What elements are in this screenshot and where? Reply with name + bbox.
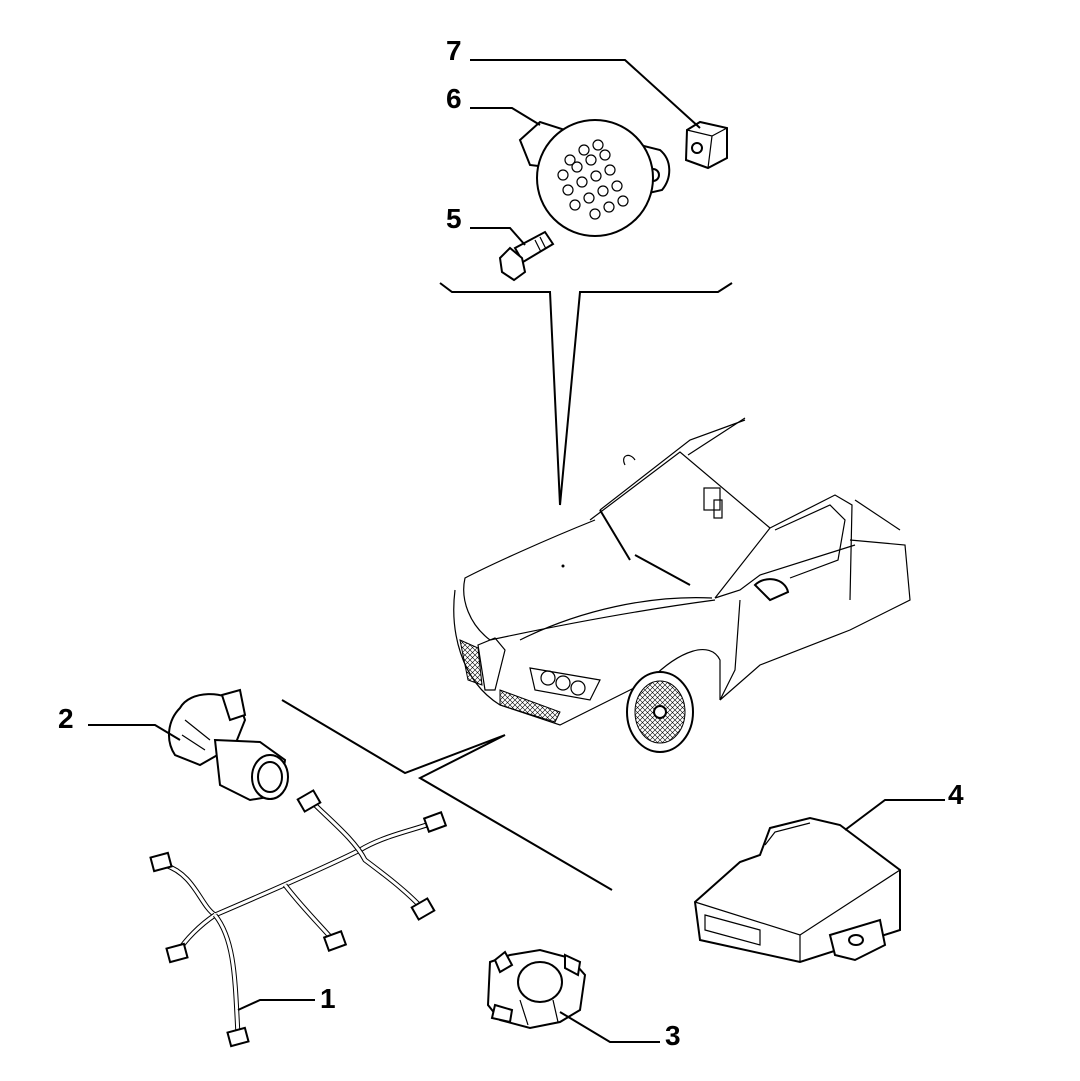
sensor-bracket-icon [486, 948, 587, 1030]
callout-6-leader [470, 107, 541, 126]
car-illustration [453, 417, 911, 753]
hood-mount-point [561, 564, 565, 568]
clip-nut-icon [684, 120, 728, 170]
callout-7-label: 7 [446, 35, 462, 66]
hood-pointer-line [439, 282, 733, 506]
parking-sensor-icon [168, 688, 289, 802]
bumper-pointer-line [281, 699, 613, 891]
callout-6-label: 6 [446, 83, 462, 114]
callout-5-leader [470, 227, 526, 246]
callout-5-label: 5 [446, 203, 462, 234]
callout-2-leader [88, 724, 181, 741]
callout-1-label: 1 [320, 983, 336, 1014]
callout-1-leader [237, 999, 315, 1011]
callout-4-label: 4 [948, 779, 964, 810]
callout-3-label: 3 [665, 1020, 681, 1051]
callout-2-label: 2 [58, 703, 74, 734]
buzzer-icon [518, 119, 671, 237]
callout-7-leader [470, 59, 701, 129]
wiring-harness-icon [149, 789, 448, 1048]
callout-3-leader [559, 1011, 660, 1043]
bolt-icon [498, 230, 555, 282]
callout-4-leader [844, 799, 945, 831]
control-module-icon [693, 816, 901, 964]
